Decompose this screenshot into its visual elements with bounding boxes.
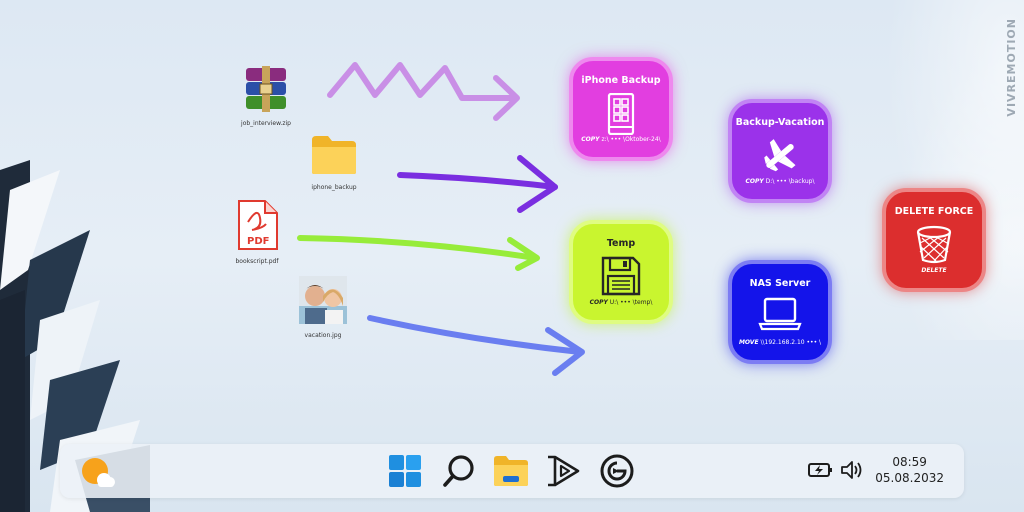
volume-icon <box>841 461 862 479</box>
weather-sun-cloud-icon <box>82 458 115 487</box>
desktop-item-pdf[interactable]: PDF bookscript.pdf <box>222 200 292 265</box>
desktop-item-label: job_interview.zip <box>241 120 291 127</box>
smartphone-icon <box>607 93 635 135</box>
folder-icon <box>312 136 356 174</box>
airplane-icon <box>764 139 796 172</box>
tile-iphone-backup[interactable]: iPhone Backup COPY z:\ ••• \Oktober-24\ <box>569 57 673 161</box>
file-explorer-button[interactable] <box>492 452 530 490</box>
desktop-item-label: bookscript.pdf <box>235 258 279 265</box>
arrow-purple <box>397 155 558 213</box>
laptop-icon <box>758 297 802 331</box>
tile-temp[interactable]: Temp COPY U:\ ••• \temp\ <box>569 220 673 324</box>
search-button[interactable] <box>440 452 478 490</box>
tile-command: COPY z:\ ••• \Oktober-24\ <box>581 136 661 143</box>
taskbar: 08:59 05.08.2032 <box>60 444 964 498</box>
tile-title: DELETE FORCE <box>894 206 974 217</box>
photo-thumbnail-icon <box>299 276 347 324</box>
clock-time: 08:59 <box>892 455 927 469</box>
floppy-disk-icon <box>601 256 641 296</box>
weather-widget[interactable] <box>78 452 118 492</box>
battery-status[interactable] <box>808 460 834 485</box>
windows-start-icon <box>389 455 421 487</box>
search-icon <box>443 455 474 487</box>
desktop-item-folder[interactable]: iphone_backup <box>299 134 369 191</box>
tile-command: COPY U:\ ••• \temp\ <box>589 299 653 306</box>
tile-backup-vacation[interactable]: Backup-Vacation COPY D:\ ••• \backup\ <box>728 99 832 203</box>
media-player-button[interactable] <box>544 452 582 490</box>
arrow-blue <box>367 315 585 376</box>
elgato-icon <box>600 454 634 488</box>
tile-title: Backup-Vacation <box>735 117 825 128</box>
arrow-zigzag <box>327 62 520 121</box>
arrow-green <box>297 235 540 271</box>
tile-command: DELETE <box>921 267 947 274</box>
pdf-icon: PDF <box>238 200 278 250</box>
tile-nas-server[interactable]: NAS Server MOVE \\192.168.2.10 ••• \ <box>728 260 832 364</box>
elgato-button[interactable] <box>598 452 636 490</box>
tile-command: COPY D:\ ••• \backup\ <box>745 178 815 185</box>
clock-date: 05.08.2032 <box>875 471 944 485</box>
winrar-archive-icon <box>246 66 286 112</box>
file-explorer-icon <box>494 456 528 486</box>
desktop-item-label: vacation.jpg <box>304 332 342 339</box>
tile-delete-force[interactable]: DELETE FORCE DELETE <box>882 188 986 292</box>
volume-control[interactable] <box>840 460 866 485</box>
tile-command: MOVE \\192.168.2.10 ••• \ <box>738 339 822 346</box>
battery-charging-icon <box>808 463 832 477</box>
brand-watermark: VIVREMOTION <box>1005 18 1018 117</box>
desktop-item-zip[interactable]: job_interview.zip <box>231 66 301 127</box>
media-player-icon <box>548 455 580 487</box>
desktop-item-label: iphone_backup <box>311 184 357 191</box>
tile-title: iPhone Backup <box>581 75 661 86</box>
tile-title: Temp <box>606 238 636 249</box>
wastebasket-icon <box>916 225 952 264</box>
system-clock[interactable]: 08:59 05.08.2032 <box>875 454 944 486</box>
start-button[interactable] <box>386 452 424 490</box>
svg-text:PDF: PDF <box>247 236 269 247</box>
tile-title: NAS Server <box>749 278 811 289</box>
desktop-item-photo[interactable]: vacation.jpg <box>288 276 358 339</box>
